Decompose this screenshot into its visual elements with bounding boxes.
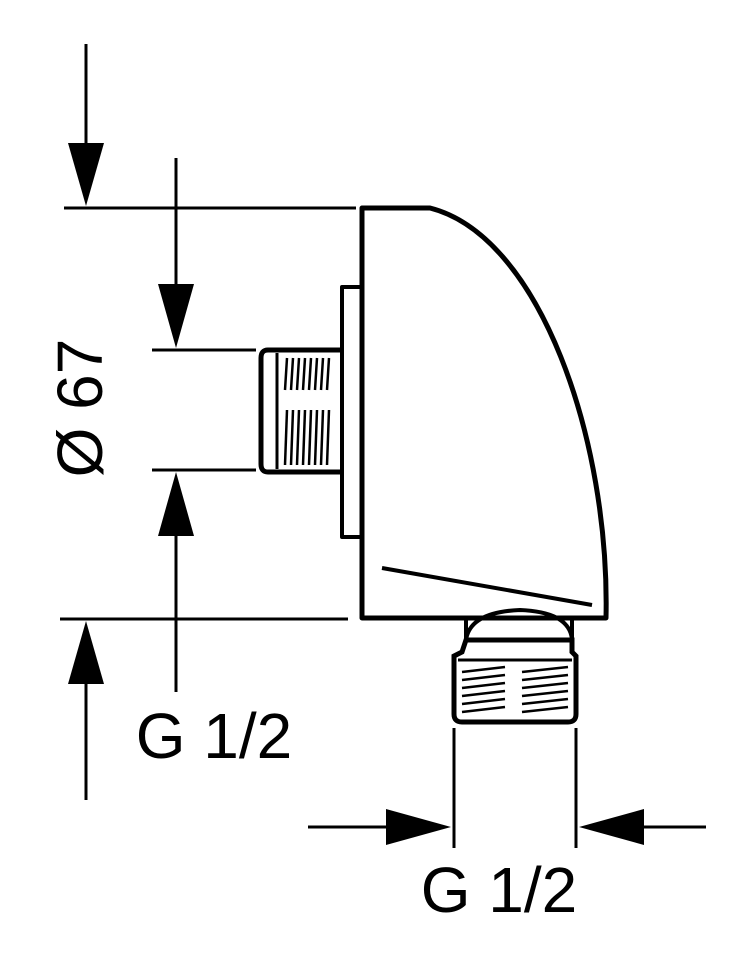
inlet-connector-outline [258, 347, 342, 475]
outlet-neck [464, 607, 574, 641]
arrow-down-icon [68, 143, 104, 206]
arrow-up-icon [158, 472, 194, 536]
outlet-thread-dimension [308, 728, 706, 848]
inlet-thread-lines [283, 357, 331, 466]
diameter-label: Ø 67 [44, 339, 116, 478]
arrow-left-icon [579, 809, 644, 845]
flange-plate [340, 285, 364, 539]
inlet-thread-label: G 1/2 [136, 700, 293, 772]
arrow-up-icon [68, 621, 104, 684]
body-chamfer-line [381, 566, 593, 607]
diameter-dimension [60, 44, 356, 800]
outlet-thread-label: G 1/2 [421, 854, 578, 926]
outlet-connector [451, 607, 579, 725]
arrow-down-icon [158, 284, 194, 348]
outlet-connector-outline [451, 637, 579, 725]
wall-elbow-body [340, 205, 609, 621]
arrow-right-icon [386, 809, 451, 845]
inlet-thread-dimension [152, 158, 256, 692]
body-outline [359, 205, 609, 621]
inlet-connector [258, 347, 342, 475]
outlet-thread-lines [461, 665, 569, 714]
